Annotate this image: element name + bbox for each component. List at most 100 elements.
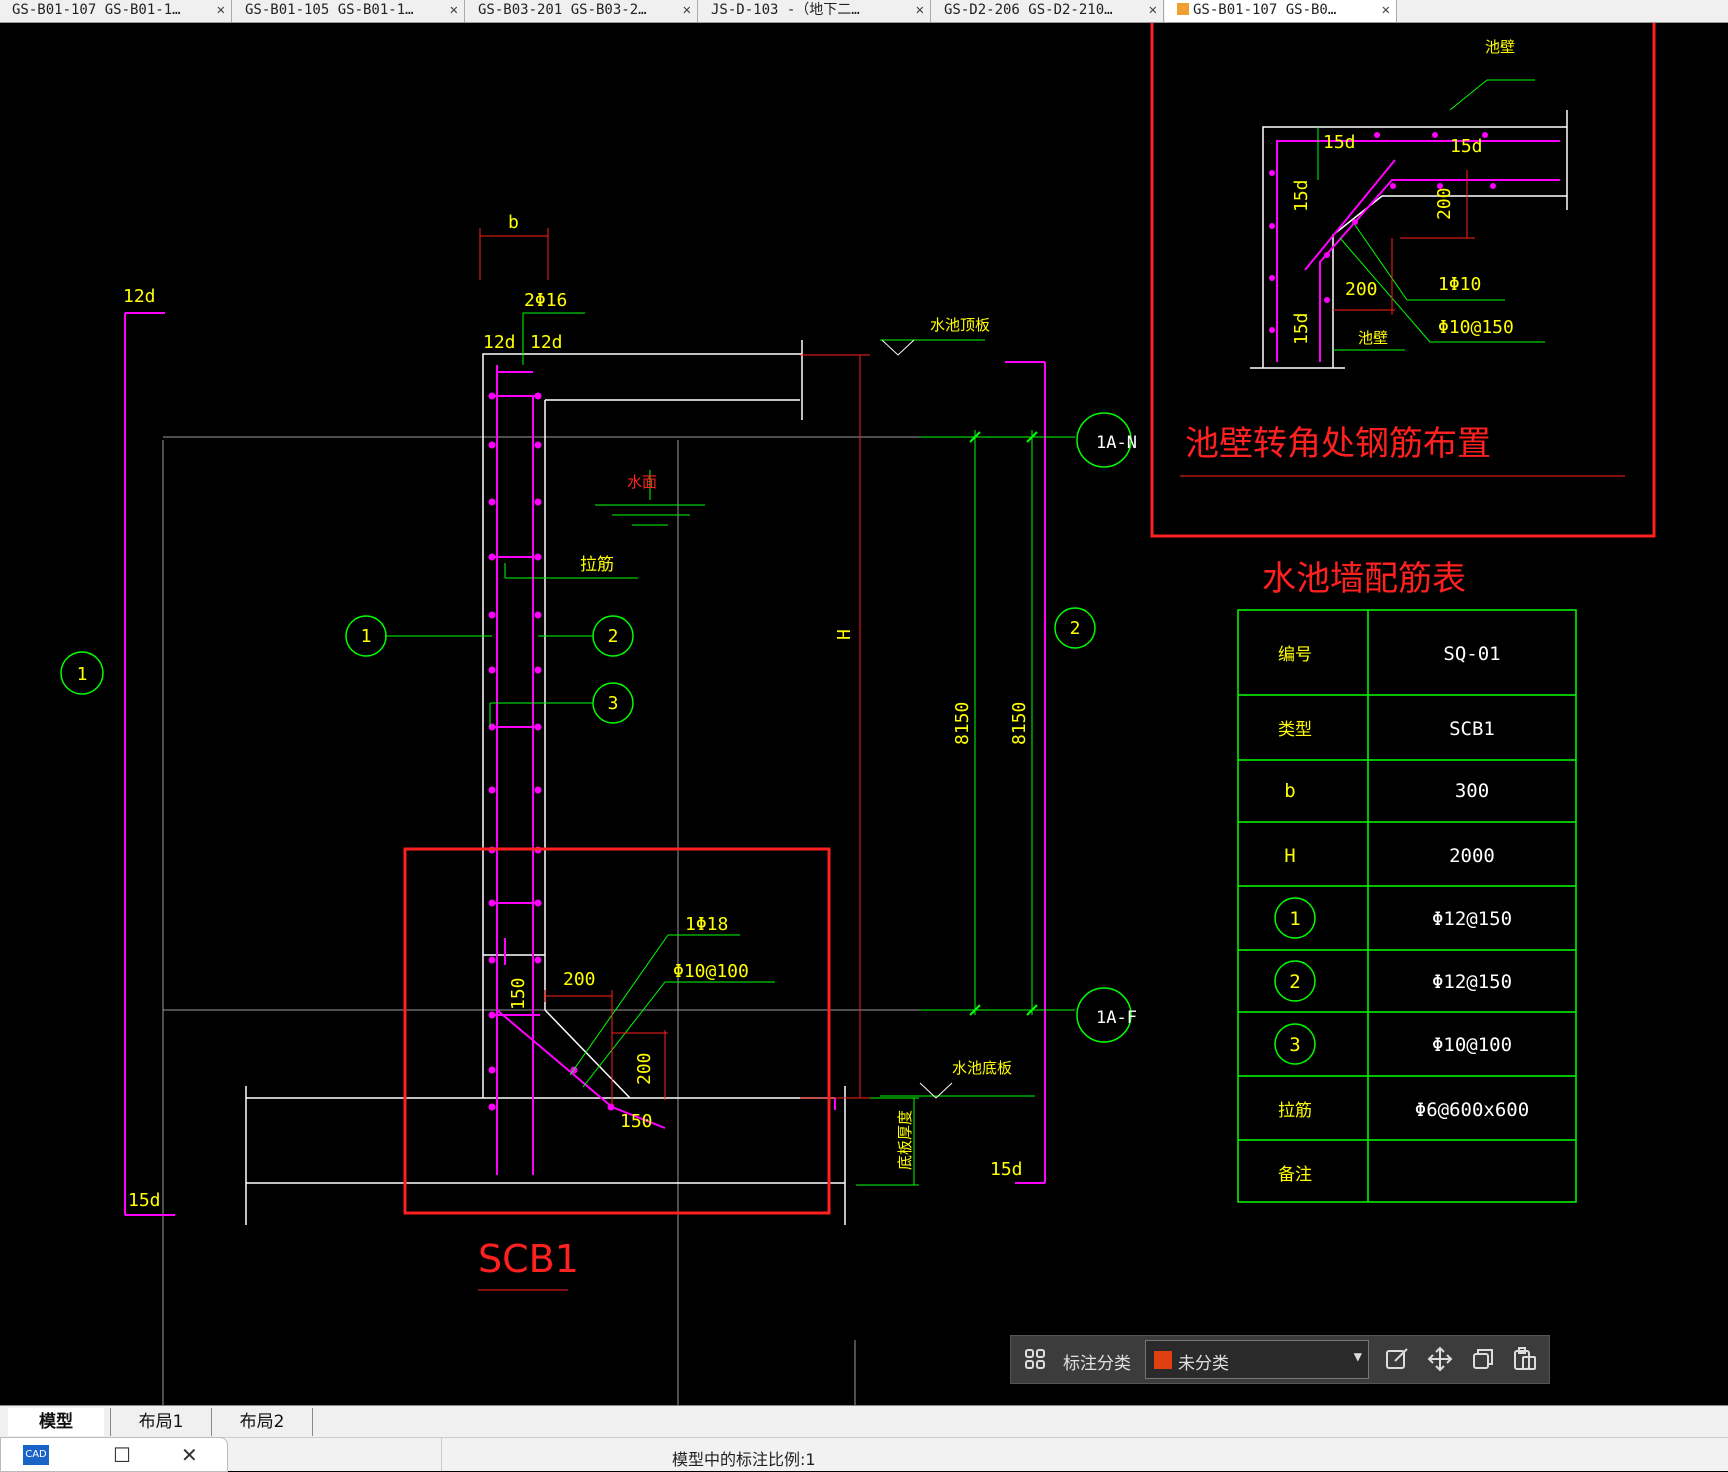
edit-icon[interactable] bbox=[1383, 1345, 1411, 1373]
tab-label: GS-B03-201 GS-B03-2… bbox=[478, 2, 647, 18]
table-cell-key: 1 bbox=[1289, 908, 1300, 930]
document-tab[interactable]: GS-B03-201 GS-B03-2… ✕ bbox=[466, 0, 698, 22]
table-cell-key: b bbox=[1284, 780, 1295, 802]
table-cell-key: 拉筋 bbox=[1278, 1101, 1312, 1121]
status-bar: 模型中的标注比例:1 bbox=[0, 1437, 1728, 1471]
axis-label-top: 1A-N bbox=[1096, 433, 1137, 453]
table-cell-key: 类型 bbox=[1278, 720, 1312, 740]
close-icon[interactable]: ✕ bbox=[449, 2, 458, 18]
close-icon[interactable]: ✕ bbox=[181, 1443, 198, 1467]
table-cell-value: Φ12@150 bbox=[1432, 908, 1512, 930]
close-icon[interactable]: ✕ bbox=[915, 2, 924, 18]
slab-thickness-label: 底板厚度 bbox=[896, 1110, 914, 1170]
table-cell-value: Φ12@150 bbox=[1432, 971, 1512, 993]
section-title: SCB1 bbox=[478, 1237, 579, 1281]
dim-ticks bbox=[969, 431, 1038, 1016]
dim-label: 200 bbox=[1345, 279, 1378, 300]
annotation-toolbar: 标注分类 未分类 ▼ bbox=[1010, 1335, 1550, 1384]
grid-icon[interactable] bbox=[1021, 1345, 1049, 1373]
maximize-icon[interactable]: ☐ bbox=[113, 1443, 131, 1467]
drawing-window-controls: CAD ☐ ✕ bbox=[0, 1437, 228, 1472]
annotation-scale-text: 模型中的标注比例:1 bbox=[672, 1450, 816, 1469]
bottom-slab-label: 水池底板 bbox=[952, 1059, 1012, 1077]
corner-detail: 15d 15d 15d 15d 200 200 1Φ10 Φ10@150 池壁 … bbox=[1180, 38, 1625, 477]
highlight-box-haunch bbox=[403, 847, 831, 1215]
axis-label-bottom: 1A-F bbox=[1096, 1008, 1137, 1028]
document-tab[interactable]: GS-B01-105 GS-B01-1… ✕ bbox=[233, 0, 465, 22]
document-tab-active[interactable]: GS-B01-107 GS-B0…✕ bbox=[1165, 0, 1397, 22]
table-cell-key: H bbox=[1284, 845, 1295, 867]
document-tab[interactable]: JS-D-103 -（地下二… ✕ bbox=[699, 0, 931, 22]
lap-label: 15d bbox=[1291, 179, 1312, 212]
close-icon[interactable]: ✕ bbox=[682, 2, 691, 18]
dim-b-label: b bbox=[508, 212, 519, 233]
lap-label: 12d bbox=[530, 332, 563, 353]
paste-icon[interactable] bbox=[1511, 1345, 1539, 1373]
lap-label: 12d bbox=[483, 332, 516, 353]
stirrup-label: Φ10@150 bbox=[1438, 317, 1514, 338]
status-divider bbox=[441, 1438, 442, 1471]
haunch-stirrup-label: Φ10@100 bbox=[673, 961, 749, 982]
rebar-label: 1Φ10 bbox=[1438, 274, 1481, 295]
rebar-table: 编号 SQ-01 类型 SCB1 b 300 H 2000 1 Φ12@150 … bbox=[1278, 643, 1529, 1185]
tab-label: 模型 bbox=[39, 1412, 73, 1432]
tab-label: GS-B01-107 GS-B01-1… bbox=[12, 2, 181, 18]
document-tab[interactable]: GS-D2-206 GS-D2-210…✕ bbox=[932, 0, 1164, 22]
bubble-label: 2 bbox=[1070, 618, 1081, 639]
move-icon[interactable] bbox=[1426, 1345, 1454, 1373]
annotation-category-select[interactable]: 未分类 ▼ bbox=[1145, 1340, 1369, 1379]
highlight-box-corner bbox=[1150, 23, 1656, 538]
close-icon[interactable]: ✕ bbox=[216, 2, 225, 18]
haunch-rebar-label: 1Φ18 bbox=[685, 914, 728, 935]
dim-8150-label: 8150 bbox=[952, 702, 973, 745]
table-cell-value: SCB1 bbox=[1449, 718, 1495, 740]
close-icon[interactable]: ✕ bbox=[1381, 2, 1390, 18]
tab-model[interactable]: 模型 bbox=[8, 1408, 104, 1436]
document-tab-bar: GS-B01-107 GS-B01-1… ✕ GS-B01-105 GS-B01-… bbox=[0, 0, 1728, 23]
table-cell-value: SQ-01 bbox=[1443, 643, 1500, 665]
copy-icon[interactable] bbox=[1469, 1345, 1497, 1373]
table-cell-value: Φ10@100 bbox=[1432, 1034, 1512, 1056]
lap-label: 15d bbox=[1291, 312, 1312, 345]
document-tab[interactable]: GS-B01-107 GS-B01-1… ✕ bbox=[0, 0, 232, 22]
table-cell-value: 300 bbox=[1455, 780, 1489, 802]
dim-label: 200 bbox=[563, 969, 596, 990]
bubble-label: 1 bbox=[77, 664, 88, 685]
lap-label: 12d bbox=[123, 286, 156, 307]
corner-detail-title: 池壁转角处钢筋布置 bbox=[1185, 424, 1491, 464]
layout-tab-bar: 模型 布局1 布局2 bbox=[0, 1405, 1728, 1438]
close-icon[interactable]: ✕ bbox=[1148, 2, 1157, 18]
table-cell-value: Φ6@600x600 bbox=[1415, 1099, 1529, 1121]
table-cell-key: 3 bbox=[1289, 1034, 1300, 1056]
dim-label: 200 bbox=[634, 1052, 655, 1085]
table-cell-key: 2 bbox=[1289, 971, 1300, 993]
tab-label: 布局1 bbox=[138, 1412, 184, 1432]
lap-label: 15d bbox=[1450, 136, 1483, 157]
annotation-category-value: 未分类 bbox=[1178, 1354, 1229, 1374]
bubble-label: 2 bbox=[608, 626, 619, 647]
drawing-canvas[interactable]: b 2Φ16 12d 12d 12d 15d 15d 水池顶板 水池底板 拉筋 … bbox=[0, 23, 1728, 1405]
table-cell-key: 编号 bbox=[1278, 645, 1312, 665]
grid-bubbles bbox=[60, 412, 1132, 1043]
bubble-label: 3 bbox=[608, 693, 619, 714]
tab-label: 布局2 bbox=[239, 1412, 285, 1432]
rebar-top-label: 2Φ16 bbox=[524, 290, 567, 311]
tie-bar-label: 拉筋 bbox=[580, 555, 614, 575]
chevron-down-icon: ▼ bbox=[1353, 1349, 1362, 1365]
top-slab-label: 水池顶板 bbox=[930, 316, 990, 334]
tab-label: GS-B01-105 GS-B01-1… bbox=[245, 2, 414, 18]
table-cell-key: 备注 bbox=[1278, 1165, 1312, 1185]
dim-label: 150 bbox=[620, 1111, 653, 1132]
lap-label: 15d bbox=[990, 1159, 1023, 1180]
tab-label: JS-D-103 -（地下二… bbox=[711, 2, 860, 18]
level-markers bbox=[881, 339, 953, 1099]
rebar-lines bbox=[124, 312, 1046, 1216]
cad-app-icon[interactable]: CAD bbox=[23, 1445, 49, 1465]
lap-label: 15d bbox=[128, 1190, 161, 1211]
lock-icon bbox=[1177, 3, 1189, 15]
table-title: 水池墙配筋表 bbox=[1262, 559, 1466, 599]
red-dimension-lines bbox=[479, 228, 870, 1105]
tab-layout2[interactable]: 布局2 bbox=[212, 1408, 313, 1436]
tab-layout1[interactable]: 布局1 bbox=[110, 1408, 212, 1436]
dim-label: 150 bbox=[508, 977, 529, 1010]
